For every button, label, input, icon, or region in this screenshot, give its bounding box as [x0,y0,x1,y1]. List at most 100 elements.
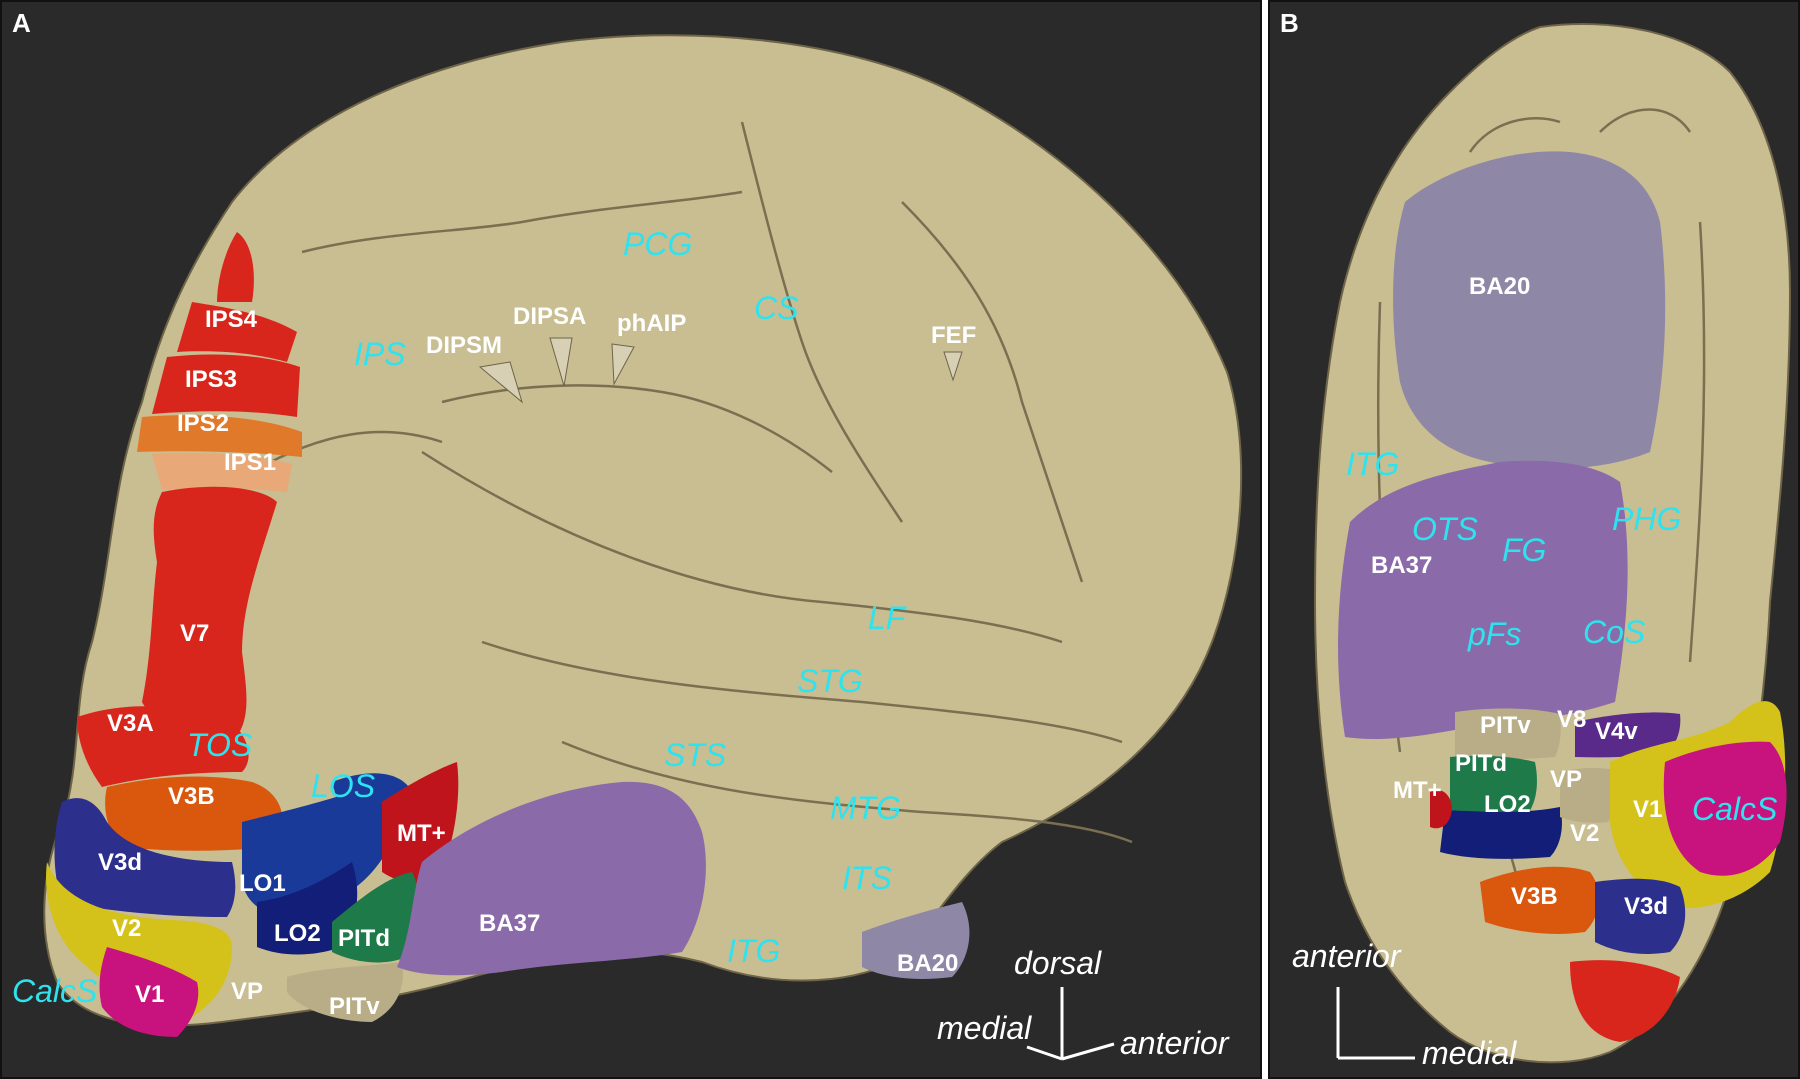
region-v1 [1663,741,1787,876]
label-fef: FEF [931,322,977,349]
sulcus-mtg: MTG [830,790,902,826]
region-pitv [1455,708,1561,760]
dipsa-marker [549,337,573,387]
sulcus-pfs: pFs [1468,616,1522,652]
sulcus-calcs: CalcS [12,973,98,1009]
region-lower-red [1570,960,1680,1042]
orientation-dorsal: dorsal [1014,945,1102,981]
sulcus-its: ITS [842,860,892,896]
sulcus-cos: CoS [1583,614,1646,650]
ventral-brain-surface [1313,23,1792,1064]
region-pitd [1450,755,1537,817]
region-ba20 [862,902,970,979]
sulcus-stg: STG [797,663,863,699]
region-ba37 [397,781,706,976]
marker-triangles [478,337,963,404]
panel-a-lateral-view: A IPS4 IPS3 IPS2 IPS1 V7 V3A V3B V3d V2 … [0,0,1262,1079]
sulcus-lf: LF [868,600,906,636]
region-v3b [105,776,283,851]
label-ba20: BA20 [1469,273,1531,300]
anterior-axis-line [1061,1042,1115,1061]
label-v3b: V3B [168,783,215,810]
label-vp: VP [231,978,264,1005]
label-v3b: V3B [1511,883,1558,910]
region-mt-plus [1430,790,1452,829]
label-pitv: PITv [1480,712,1531,739]
label-v4v: V4v [1595,718,1638,745]
panel-b-ventral-view: B BA20 BA37 PITv V8 V4v PITd MT+ VP LO2 … [1268,0,1800,1079]
region-vp [1560,767,1617,823]
region-v3a [77,706,249,787]
label-lo1: LO1 [239,870,286,897]
label-lo2: LO2 [274,920,321,947]
region-v3b [1480,866,1600,934]
label-ips3: IPS3 [185,366,238,393]
region-v1 [99,947,199,1037]
sulcal-lines [251,121,1133,844]
sulcus-ots: OTS [1412,511,1478,547]
region-v7 [142,486,277,742]
label-v3a: V3A [107,710,154,737]
label-phaip: phAIP [617,310,687,337]
label-v7: V7 [180,620,210,647]
ventral-orientation-axes [1336,987,1415,1060]
label-ips1: IPS1 [224,449,277,476]
orientation-medial: medial [937,1010,1032,1046]
label-mt-plus: MT+ [1393,777,1442,804]
region-ips4-band [177,302,297,362]
region-ba20 [1393,151,1666,469]
label-ips2: IPS2 [177,410,230,437]
orientation-axes [1026,987,1115,1061]
label-pitd: PITd [1455,750,1507,777]
medial-axis-line [1026,1045,1063,1061]
label-v2: V2 [1570,820,1600,847]
label-mt-plus: MT+ [397,820,446,847]
region-ba37 [1338,460,1628,739]
panel-b-letter: B [1280,8,1299,38]
fef-marker [943,351,963,382]
sulcus-tos: TOS [187,727,253,763]
panel-a-letter: A [12,8,31,38]
dipsm-marker [478,361,523,404]
sulcus-ips: IPS [354,336,406,372]
orientation-anterior: anterior [1120,1025,1229,1061]
label-pitv: PITv [329,993,380,1020]
lateral-hemisphere-shape [43,34,1243,1027]
region-ips3 [152,354,300,417]
region-lo-dorsal [332,773,412,822]
label-lo2: LO2 [1484,791,1531,818]
label-dipsa: DIPSA [513,303,587,330]
sulcus-calcs: CalcS [1692,791,1778,827]
sulcus-itg: ITG [1346,446,1400,482]
label-vp: VP [1550,766,1583,793]
sulcus-fg: FG [1502,532,1547,568]
region-ips2 [137,415,302,457]
label-v3d: V3d [1624,893,1669,920]
label-dipsm: DIPSM [426,332,503,359]
region-ips4 [217,232,254,302]
region-lo2 [1440,807,1562,859]
sulcus-cs: CS [754,290,799,326]
sulcus-sts: STS [664,737,727,773]
label-ips4: IPS4 [205,306,258,333]
region-v3d [1595,878,1686,954]
label-v3d: V3d [98,849,143,876]
label-pitd: PITd [338,925,390,952]
label-v1: V1 [135,981,165,1008]
label-ba37: BA37 [479,910,541,937]
region-ips1 [152,453,292,492]
label-v1: V1 [1633,796,1663,823]
label-ba20: BA20 [897,950,959,977]
sulcus-los: LOS [311,768,376,804]
lateral-brain-surface [43,34,1243,1061]
label-ba37: BA37 [1371,552,1433,579]
label-v2: V2 [112,915,142,942]
region-pitd [332,872,422,963]
region-pitv [287,962,403,1022]
phaip-marker [611,343,635,386]
sulcus-phg: PHG [1612,501,1682,537]
region-v3d [54,798,236,917]
orientation-medial: medial [1422,1035,1517,1071]
sulcus-pcg: PCG [623,226,693,262]
orientation-anterior: anterior [1292,938,1401,974]
